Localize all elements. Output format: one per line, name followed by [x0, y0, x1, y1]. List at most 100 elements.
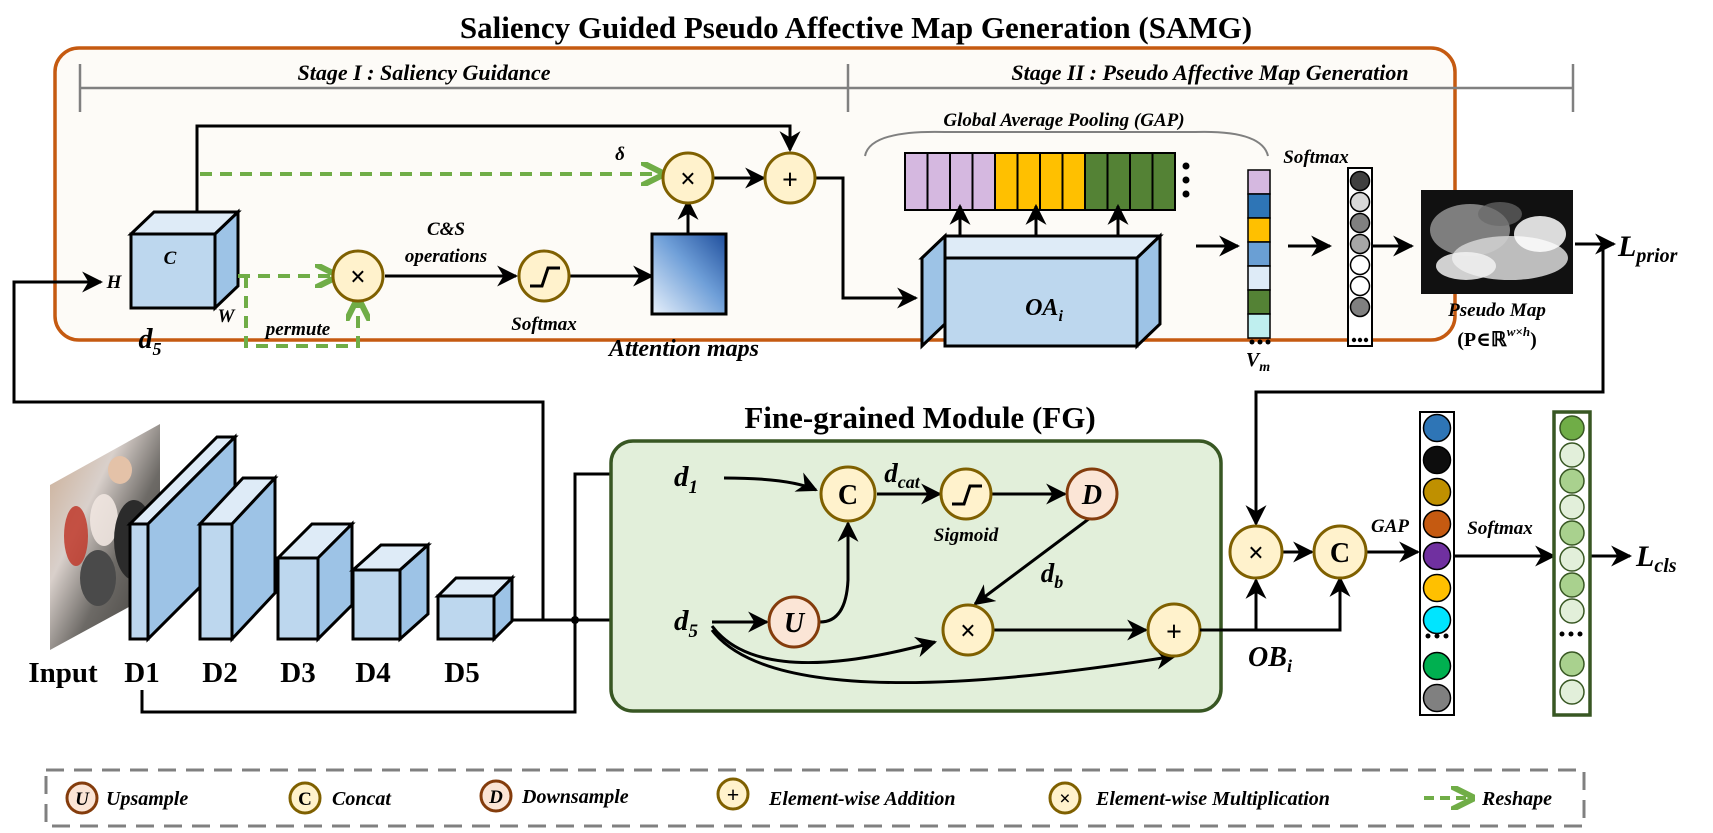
softmax-label-right: Softmax [1467, 518, 1533, 539]
vm-vector [1247, 169, 1271, 339]
cube-h-label: H [106, 272, 123, 293]
svg-text:C: C [1330, 538, 1350, 569]
final-circle [1559, 572, 1585, 598]
prob-circle [1349, 275, 1371, 297]
mult-op-1: × [331, 249, 385, 303]
cls-circle [1422, 413, 1452, 443]
gap-bar-cell [1129, 152, 1154, 211]
vm-cell [1247, 289, 1271, 315]
legend-downsample: D Downsample [479, 779, 629, 813]
softmax-label-2: Softmax [1283, 147, 1349, 168]
sigmoid-label: Sigmoid [934, 525, 999, 546]
svg-text:×: × [1248, 538, 1264, 569]
ob-base: OB [1248, 642, 1287, 673]
final-circle [1559, 468, 1585, 494]
fg-d5-sub: 5 [689, 621, 699, 642]
cls-circle [1422, 477, 1452, 507]
final-circle [1559, 679, 1585, 705]
mult-op-right: × [1228, 524, 1284, 580]
prob-circle [1349, 233, 1371, 255]
gap-bar-cell [1151, 152, 1176, 211]
legend-concat-label: Concat [332, 788, 392, 810]
oa-box [918, 232, 1164, 350]
label-d1: D1 [124, 657, 159, 689]
db-sub: b [1054, 572, 1063, 592]
final-ellipsis [1559, 631, 1583, 637]
final-circle [1559, 415, 1585, 441]
cls-circle [1422, 573, 1452, 603]
cls-circle [1422, 605, 1452, 635]
pseudo-map-title: Pseudo Map [1447, 300, 1546, 321]
fg-arrows [710, 472, 1178, 685]
cls-circle [1422, 651, 1452, 681]
final-circle [1559, 598, 1585, 624]
db-base: d [1041, 558, 1055, 588]
d5-cube [127, 208, 242, 312]
sigmoid-op [939, 467, 993, 521]
cs-ops-label-1: C&S [427, 219, 465, 240]
vm-cell [1247, 217, 1271, 243]
oa-label: OAi [1025, 295, 1063, 325]
stage1-arrows [195, 124, 919, 309]
mult-op-2: × [661, 151, 715, 205]
l-cls-label: Lcls [1635, 540, 1677, 577]
final-circle [1559, 520, 1585, 546]
gap-bars [904, 152, 1176, 211]
legend-addition: + Element-wise Addition [716, 777, 956, 811]
db-label: db [1041, 558, 1064, 592]
gap-bar-cell [926, 152, 951, 211]
svg-text:×: × [680, 164, 696, 195]
gap-ellipsis [1182, 162, 1190, 198]
dcat-label: dcat [884, 458, 920, 492]
input-label: Input [28, 657, 98, 689]
prob-circles [1349, 170, 1371, 318]
legend-addition-symbol: + [727, 782, 740, 807]
reshape-paths [200, 174, 660, 348]
concat-op-fg: C [819, 465, 877, 523]
vm-ellipsis [1249, 339, 1271, 345]
cls-circle [1422, 541, 1452, 571]
l-prior-base: L [1617, 230, 1636, 263]
softmax-label-1: Softmax [511, 314, 577, 335]
cls-circle [1422, 509, 1452, 539]
oa-base: OA [1025, 295, 1058, 321]
svg-text:U: U [784, 608, 806, 639]
dcat-base: d [884, 458, 898, 488]
pseudo-formula-base: (P∈ℝ [1457, 329, 1508, 351]
legend-reshape-label: Reshape [1481, 788, 1552, 810]
gap-bar-cell [949, 152, 974, 211]
block-d4 [349, 541, 432, 643]
prob-circle [1349, 212, 1371, 234]
label-d3: D3 [280, 657, 315, 689]
permute-label: permute [264, 319, 331, 340]
attention-label: Attention maps [607, 336, 759, 362]
legend-concat: C Concat [288, 781, 392, 815]
gap-bar-cell [971, 152, 996, 211]
svg-text:C: C [838, 480, 858, 511]
attention-map [650, 232, 728, 316]
cube-w-label: W [218, 306, 236, 327]
mult-op-fg: × [941, 603, 995, 657]
final-circle [1559, 651, 1585, 677]
gap-label-top: Global Average Pooling (GAP) [943, 110, 1184, 131]
svg-text:×: × [350, 262, 366, 293]
add-op-fg: + [1146, 602, 1202, 658]
legend-concat-symbol: C [298, 789, 312, 810]
label-d2: D2 [202, 657, 237, 689]
upsample-op: U [767, 595, 821, 649]
legend-multiplication-label: Element-wise Multiplication [1095, 788, 1330, 810]
gap-bar-cell [1016, 152, 1041, 211]
fg-d1-sub: 1 [689, 477, 699, 498]
legend-multiplication-symbol: × [1059, 788, 1070, 810]
fg-d1-base: d [674, 461, 689, 493]
vm-label: Vm [1246, 349, 1270, 375]
ob-sub: i [1287, 656, 1292, 676]
junction-dot [571, 616, 579, 624]
block-d5 [434, 574, 516, 643]
dcat-sub: cat [898, 472, 921, 492]
pseudo-map-formula: (P∈ℝw×h) [1457, 324, 1537, 351]
right-arrows [1200, 244, 1633, 632]
vm-base: V [1246, 349, 1261, 371]
legend-addition-label: Element-wise Addition [768, 788, 956, 810]
final-circle [1559, 546, 1585, 572]
